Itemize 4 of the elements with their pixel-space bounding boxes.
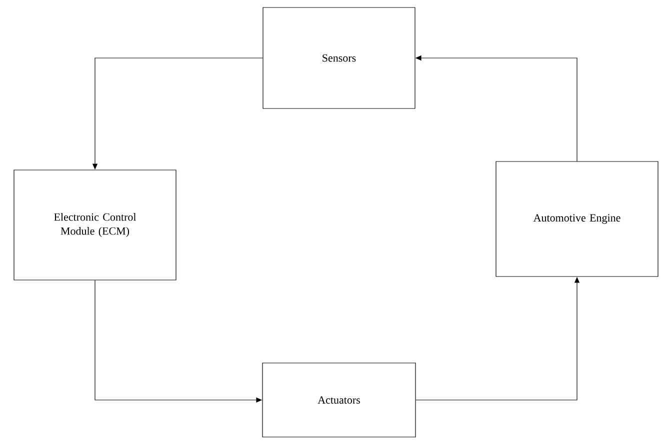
process-box: Sensors: [262, 7, 416, 109]
process-box: Automotive Engine: [496, 161, 658, 277]
process-box: Actuators: [262, 362, 416, 438]
process-box: Electronic Control Module (ECM): [14, 170, 176, 280]
